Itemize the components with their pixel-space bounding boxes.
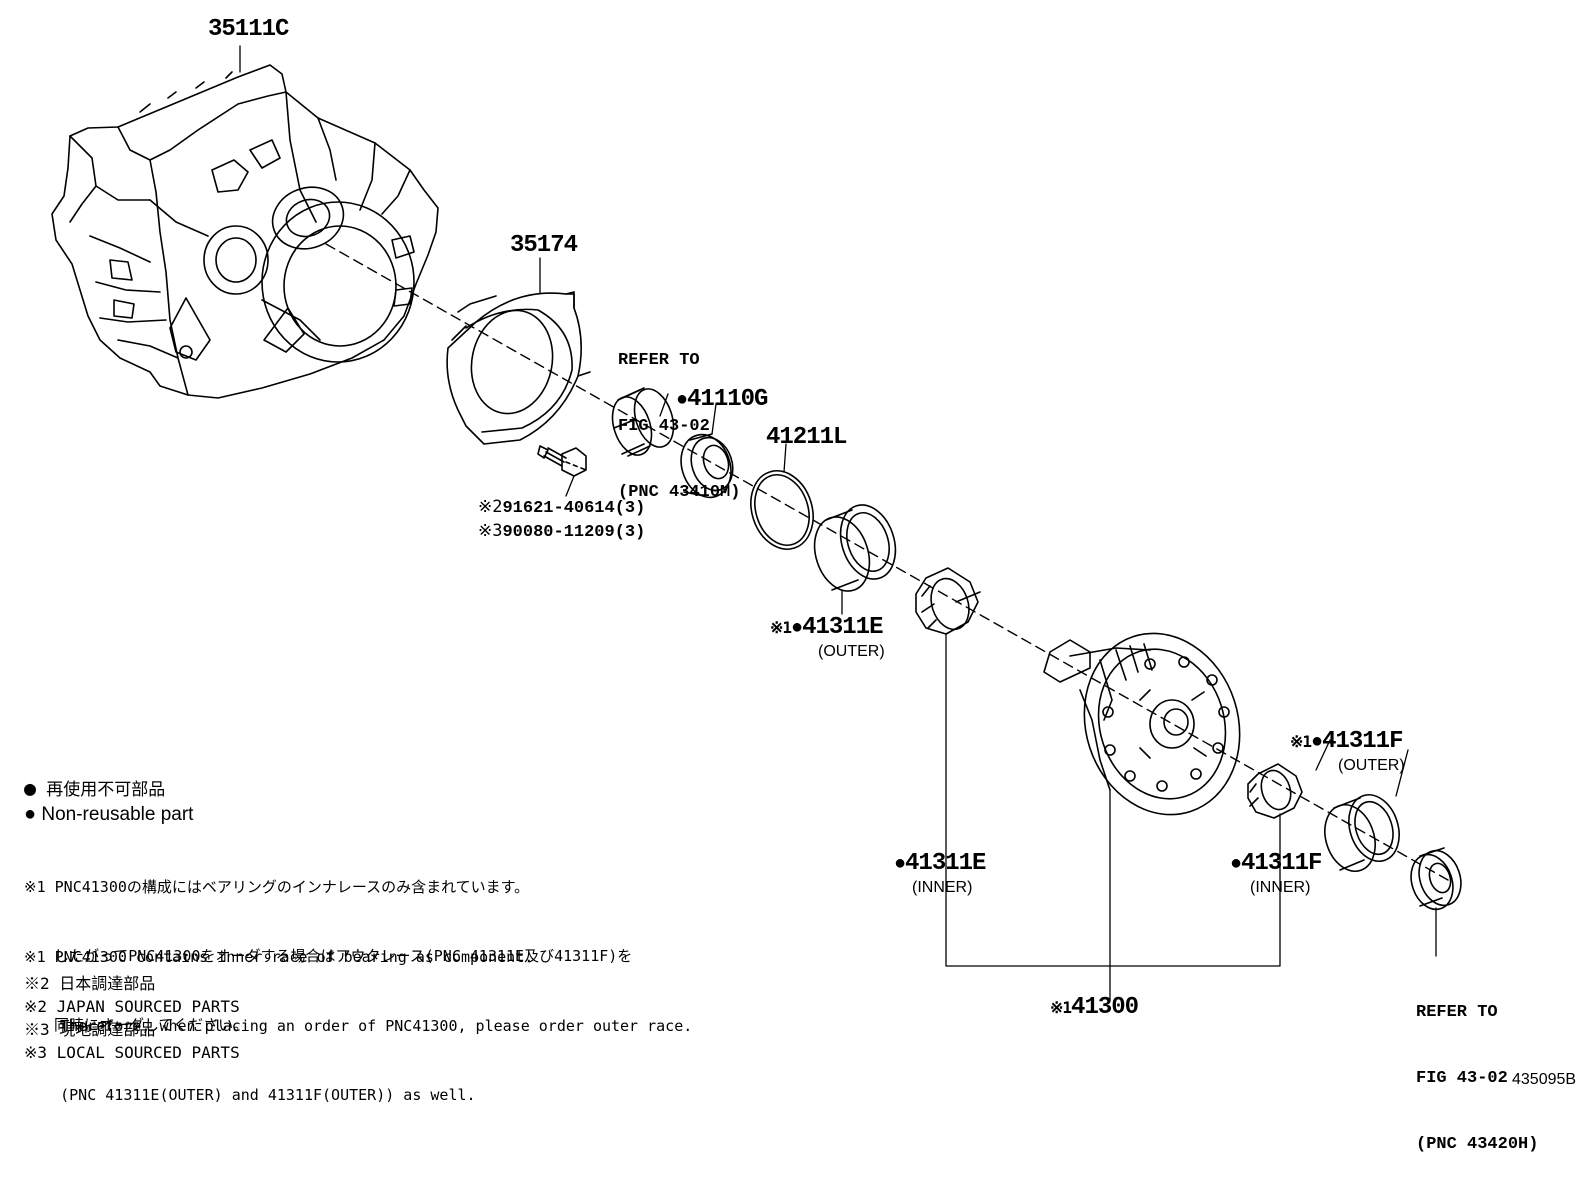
- outer-race-e-drawing: [813, 504, 897, 592]
- note1-jp: ※1 PNC41300の構成にはベアリングのインナレースのみ含まれています。 し…: [24, 830, 632, 1060]
- bolt-label-line1: ※291621-40614(3): [478, 498, 645, 520]
- legend-nonreusable-jp: ● 再使用不可部品: [24, 778, 165, 799]
- note1-jp-line3: 同時にオーダしてください。: [24, 1016, 249, 1034]
- sub-label-41311e-inner: (INNER): [912, 879, 973, 896]
- oil-seal-right-drawing: [1410, 847, 1462, 911]
- marker-41311e-outer: ※1: [770, 618, 792, 637]
- part-label-41311f-inner: ●41311F: [1230, 850, 1322, 877]
- part-label-41311e-outer: ※1●41311E: [770, 614, 883, 641]
- part-number-41110g: 41110G: [687, 386, 768, 413]
- retainer-plate-drawing: [446, 291, 591, 445]
- bolt-drawing: [537, 445, 587, 477]
- part-label-41211l: 41211L: [766, 424, 847, 451]
- marker-41311f-outer: ※1: [1290, 732, 1312, 751]
- inner-bearing-e-drawing: [915, 567, 981, 635]
- note2-jp: ※2 日本調達部品: [24, 974, 156, 993]
- part-number-41300: 41300: [1071, 994, 1139, 1021]
- legend-nonreusable-jp-text: 再使用不可部品: [46, 780, 166, 800]
- part-label-35174: 35174: [510, 232, 578, 259]
- refer-note-bottom-line1: REFER TO: [1416, 1003, 1498, 1022]
- part-label-41311f-outer: ※1●41311F: [1290, 728, 1403, 755]
- bolt-line1-mark: ※2: [478, 497, 503, 517]
- sub-label-41311e-outer: (OUTER): [818, 643, 885, 660]
- note1-en-line1: ※1 PNC41300 contains inner race of beari…: [24, 948, 534, 966]
- part-label-35111c: 35111C: [208, 16, 289, 43]
- refer-note-top: REFER TO FIG 43-02 (PNC 43410M): [618, 306, 740, 526]
- transaxle-housing-drawing: [51, 64, 439, 399]
- marker-41300: ※1: [1050, 998, 1072, 1017]
- bolt-line1-number: 91621-40614(3): [502, 499, 646, 518]
- refer-note-bottom: REFER TO FIG 43-02 (PNC 43420H): [1416, 958, 1538, 1178]
- nonreusable-bullet: ●: [791, 617, 803, 640]
- leader-lines: [239, 45, 1437, 1001]
- part-number-41311f-outer: 41311F: [1322, 728, 1403, 755]
- bolt-label-line2: ※390080-11209(3): [478, 522, 645, 544]
- inner-bearing-f-drawing: [1247, 763, 1303, 819]
- sub-label-41311f-outer: (OUTER): [1338, 757, 1405, 774]
- figure-code: 435095B: [1512, 1071, 1577, 1088]
- legend-bullet-jp: ●: [24, 776, 37, 800]
- note1-jp-line2: したがってPNC41300をオーダする場合はアウタレース(PNC 41311E及…: [24, 947, 633, 965]
- part-number-41311e-outer: 41311E: [802, 614, 883, 641]
- part-number-41311f-inner: 41311F: [1241, 850, 1322, 877]
- note3-jp: ※3 現地調達部品: [24, 1020, 156, 1039]
- sub-label-41311f-inner: (INNER): [1250, 879, 1311, 896]
- nonreusable-bullet: ●: [894, 853, 906, 876]
- part-label-41311e-inner: ●41311E: [894, 850, 986, 877]
- refer-note-top-line3: (PNC 43410M): [618, 483, 741, 502]
- refer-note-bottom-line3: (PNC 43420H): [1416, 1135, 1539, 1154]
- legend-nonreusable-en: ● Non-reusable part: [24, 804, 193, 824]
- part-label-41300: ※141300: [1050, 994, 1139, 1021]
- refer-note-top-line1: REFER TO: [618, 351, 700, 370]
- note1-jp-line1: ※1 PNC41300の構成にはベアリングのインナレースのみ含まれています。: [24, 878, 530, 896]
- nonreusable-bullet: ●: [1311, 731, 1323, 754]
- sleeve-drawing: [611, 387, 675, 457]
- refer-note-bottom-line2: FIG 43-02: [1416, 1069, 1508, 1088]
- oil-seal-drawing: [680, 433, 734, 499]
- note1-en-line2: Therefore, when placing an order of PNC4…: [24, 1017, 693, 1035]
- note3-en: ※3 LOCAL SOURCED PARTS: [24, 1043, 240, 1062]
- legend-bullet-en: ●: [24, 803, 37, 825]
- bolt-line2-number: 90080-11209(3): [502, 523, 646, 542]
- part-label-41110g: ●41110G: [676, 386, 768, 413]
- note2-en: ※2 JAPAN SOURCED PARTS: [24, 997, 240, 1016]
- refer-note-top-line2: FIG 43-02: [618, 417, 710, 436]
- nonreusable-bullet: ●: [1230, 853, 1242, 876]
- outer-race-f-drawing: [1324, 794, 1400, 872]
- part-number-41311e-inner: 41311E: [905, 850, 986, 877]
- nonreusable-bullet: ●: [676, 389, 688, 412]
- differential-case-drawing: [1043, 632, 1241, 816]
- note1-en-line3: (PNC 41311E(OUTER) and 41311F(OUTER)) as…: [24, 1086, 476, 1104]
- shim-drawing: [750, 470, 814, 550]
- parts-diagram: [51, 45, 1462, 1001]
- legend-nonreusable-en-text: Non-reusable part: [41, 804, 194, 825]
- bolt-line2-mark: ※3: [478, 521, 503, 541]
